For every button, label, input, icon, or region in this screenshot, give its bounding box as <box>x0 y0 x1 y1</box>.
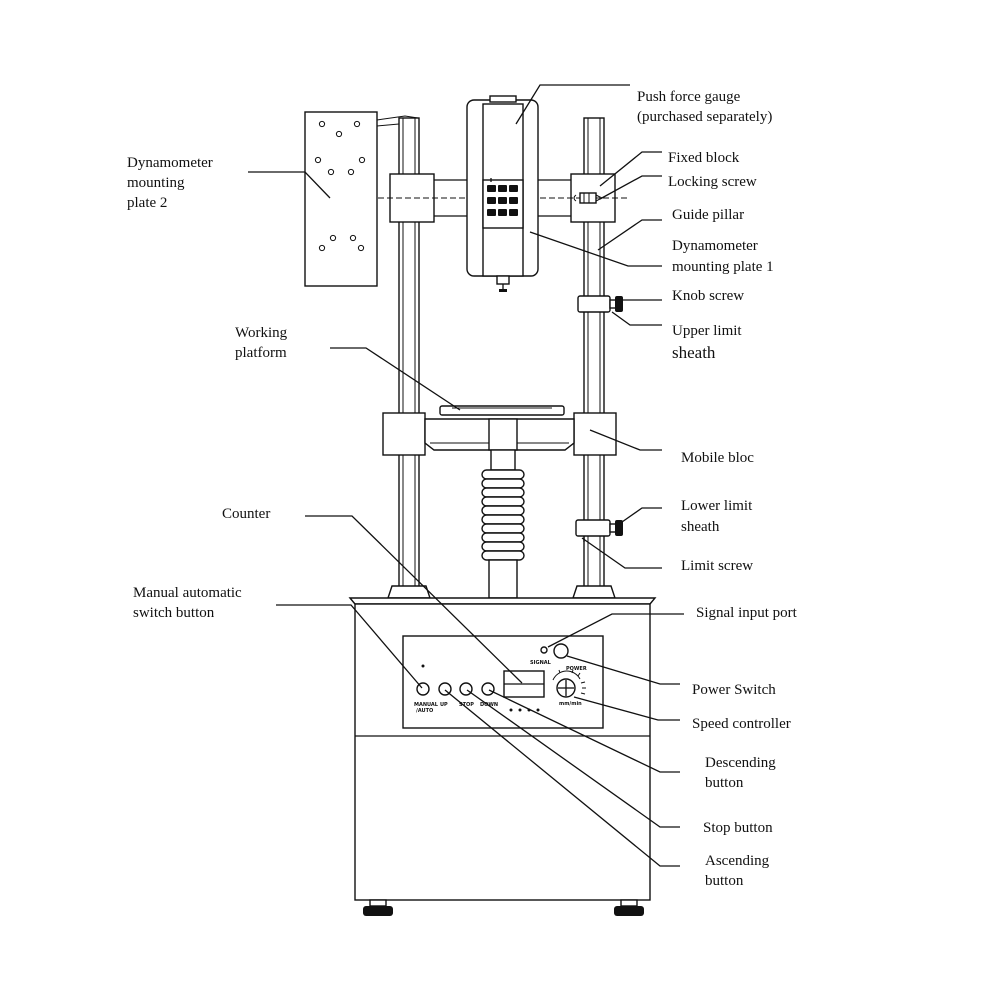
label-counter: Counter <box>222 506 270 522</box>
manual-auto-label-2: /AUTO <box>416 708 433 714</box>
stop-label: STOP <box>459 702 474 708</box>
signal-input-port[interactable] <box>540 646 548 654</box>
label-dynamometer-plate-2-2: mounting <box>127 175 185 191</box>
label-manual-auto-switch-2: switch button <box>133 605 215 621</box>
down-button[interactable] <box>481 682 495 696</box>
label-knob-screw: Knob screw <box>672 288 744 304</box>
label-dynamometer-plate-1-2: mounting plate 1 <box>672 259 774 275</box>
right-pillar-base <box>572 585 616 599</box>
power-label: POWER <box>566 666 587 672</box>
machine-drawing: MANUAL /AUTO UP STOP DOWN SIGNAL POWER <box>304 95 657 916</box>
mobile-block <box>382 412 617 456</box>
leader-lines <box>248 84 684 867</box>
label-power-switch: Power Switch <box>692 682 776 698</box>
lower-limit-sheath <box>575 519 623 542</box>
bellows <box>481 449 525 599</box>
label-dynamometer-plate-2-1: Dynamometer <box>127 155 213 171</box>
counter-display: SIGNAL <box>503 660 552 698</box>
indicator-led <box>421 664 425 668</box>
label-upper-limit-sheath-1: Upper limit <box>672 323 742 339</box>
label-descending-button-1: Descending <box>705 755 776 771</box>
working-platform <box>439 405 565 416</box>
label-dynamometer-plate-1-1: Dynamometer <box>672 238 758 254</box>
control-panel: MANUAL /AUTO UP STOP DOWN SIGNAL POWER <box>414 643 587 714</box>
manual-auto-label-1: MANUAL <box>414 702 439 708</box>
speed-unit-label: mm/min <box>559 701 582 707</box>
signal-label: SIGNAL <box>530 660 552 666</box>
label-guide-pillar: Guide pillar <box>672 207 744 223</box>
label-fixed-block: Fixed block <box>668 150 740 166</box>
push-force-gauge <box>466 95 539 292</box>
left-pillar-base <box>387 585 431 599</box>
label-descending-button-2: button <box>705 775 744 791</box>
stop-button[interactable] <box>459 682 473 696</box>
label-stop-button: Stop button <box>703 820 773 836</box>
label-lower-limit-sheath-2: sheath <box>681 519 720 535</box>
labels: Push force gauge (purchased separately) … <box>127 89 798 889</box>
dynamometer-mounting-plate-2 <box>304 111 419 287</box>
upper-limit-sheath <box>577 295 623 313</box>
label-manual-auto-switch-1: Manual automatic <box>133 585 242 601</box>
label-signal-input-port: Signal input port <box>696 605 798 621</box>
label-push-force-gauge-1: Push force gauge <box>637 89 741 105</box>
label-lower-limit-sheath-1: Lower limit <box>681 498 753 514</box>
power-switch[interactable] <box>553 643 569 659</box>
speed-controller[interactable]: mm/min <box>552 669 586 707</box>
up-label: UP <box>440 702 448 708</box>
label-upper-limit-sheath-2: sheath <box>672 343 716 362</box>
label-push-force-gauge-2: (purchased separately) <box>637 109 772 125</box>
label-mobile-block: Mobile bloc <box>681 450 754 466</box>
label-dynamometer-plate-2-3: plate 2 <box>127 195 167 211</box>
label-ascending-button-1: Ascending <box>705 853 770 869</box>
label-limit-screw: Limit screw <box>681 558 753 574</box>
label-locking-screw: Locking screw <box>668 174 757 190</box>
label-speed-controller: Speed controller <box>692 716 791 732</box>
cabinet <box>348 597 657 916</box>
label-working-platform-2: platform <box>235 345 287 361</box>
label-ascending-button-2: button <box>705 873 744 889</box>
label-working-platform-1: Working <box>235 325 288 341</box>
